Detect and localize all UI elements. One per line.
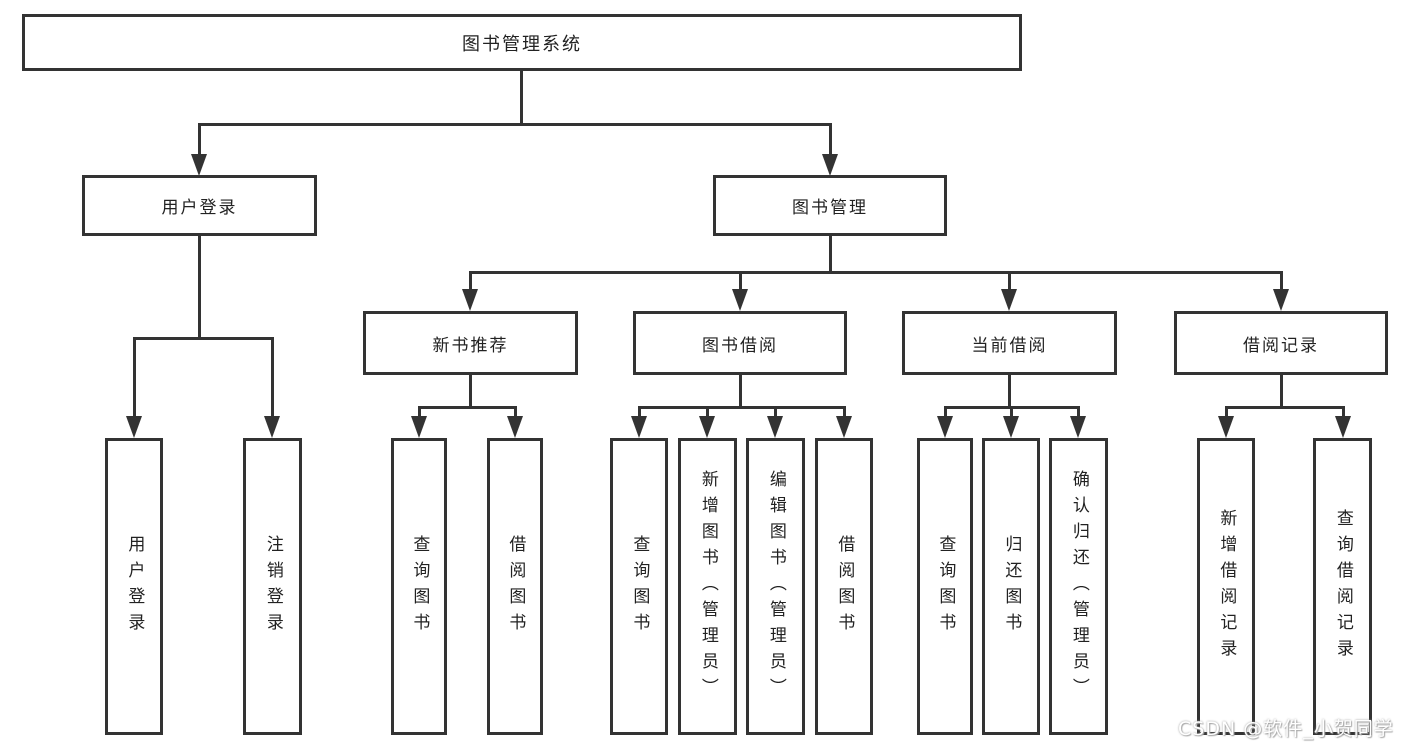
leaf-label: 新增图书（管理员） (697, 469, 718, 704)
node-library-management-system: 图书管理系统 (22, 14, 1022, 71)
connector-line (739, 271, 742, 291)
node-book-management: 图书管理 (713, 175, 947, 236)
arrow-down-icon (191, 154, 207, 176)
connector-line (271, 337, 274, 418)
leaf-add-books-admin: 新增图书（管理员） (678, 438, 737, 735)
connector-line (638, 406, 845, 409)
leaf-label: 用户登录 (124, 534, 145, 639)
connector-line (1280, 271, 1283, 291)
arrow-down-icon (462, 289, 478, 311)
arrow-down-icon (1335, 416, 1351, 438)
connector-line (418, 406, 516, 409)
connector-line (1280, 374, 1283, 408)
arrow-down-icon (732, 289, 748, 311)
leaf-borrow-books-newbook: 借阅图书 (487, 438, 543, 735)
connector-line (774, 406, 777, 418)
arrow-down-icon (411, 416, 427, 438)
node-borrowing-records: 借阅记录 (1174, 311, 1388, 375)
leaf-label: 查询借阅记录 (1332, 508, 1353, 665)
leaf-return-books: 归还图书 (982, 438, 1040, 735)
leaf-query-books-borrowing: 查询图书 (610, 438, 668, 735)
connector-line (1008, 374, 1011, 408)
leaf-user-login: 用户登录 (105, 438, 163, 735)
arrow-down-icon (767, 416, 783, 438)
connector-line (1008, 271, 1011, 291)
leaf-label: 注销登录 (262, 534, 283, 639)
node-current-borrowing: 当前借阅 (902, 311, 1117, 375)
arrow-down-icon (822, 154, 838, 176)
leaf-label: 借阅图书 (834, 534, 855, 639)
leaf-label: 查询图书 (629, 534, 650, 639)
node-new-book-recommend: 新书推荐 (363, 311, 578, 375)
leaf-logout: 注销登录 (243, 438, 302, 735)
leaf-label: 归还图书 (1001, 534, 1022, 639)
arrow-down-icon (1001, 289, 1017, 311)
arrow-down-icon (631, 416, 647, 438)
connector-line (133, 337, 136, 418)
connector-line (469, 374, 472, 408)
connector-line (1342, 406, 1345, 418)
connector-line (1077, 406, 1080, 418)
connector-line (520, 70, 523, 124)
leaf-query-borrow-record: 查询借阅记录 (1313, 438, 1372, 735)
connector-line (514, 406, 517, 418)
leaf-query-books-newbook: 查询图书 (391, 438, 447, 735)
connector-line (1225, 406, 1344, 409)
connector-line (198, 123, 201, 158)
connector-line (469, 271, 472, 291)
connector-line (843, 406, 846, 418)
leaf-query-books-current: 查询图书 (917, 438, 973, 735)
arrow-down-icon (1003, 416, 1019, 438)
connector-line (1225, 406, 1228, 418)
arrow-down-icon (507, 416, 523, 438)
connector-line (198, 236, 201, 339)
csdn-watermark: CSDN @软件_小贺同学 (1178, 718, 1394, 740)
leaf-label: 查询图书 (935, 534, 956, 639)
node-user-login: 用户登录 (82, 175, 317, 236)
node-book-borrowing: 图书借阅 (633, 311, 847, 375)
connector-line (198, 123, 831, 126)
arrow-down-icon (699, 416, 715, 438)
connector-line (944, 406, 947, 418)
leaf-borrow-books-borrowing: 借阅图书 (815, 438, 873, 735)
connector-line (739, 374, 742, 408)
leaf-label: 查询图书 (409, 534, 430, 639)
leaf-confirm-return-admin: 确认归还（管理员） (1049, 438, 1108, 735)
connector-line (418, 406, 421, 418)
arrow-down-icon (126, 416, 142, 438)
leaf-add-borrow-record: 新增借阅记录 (1197, 438, 1255, 735)
connector-line (706, 406, 709, 418)
arrow-down-icon (1273, 289, 1289, 311)
connector-line (133, 337, 273, 340)
arrow-down-icon (836, 416, 852, 438)
arrow-down-icon (264, 416, 280, 438)
arrow-down-icon (1070, 416, 1086, 438)
connector-line (1010, 406, 1013, 418)
leaf-label: 确认归还（管理员） (1068, 469, 1089, 704)
leaf-label: 新增借阅记录 (1216, 508, 1237, 665)
arrow-down-icon (937, 416, 953, 438)
connector-line (829, 236, 832, 273)
connector-line (638, 406, 641, 418)
leaf-edit-books-admin: 编辑图书（管理员） (746, 438, 805, 735)
leaf-label: 借阅图书 (505, 534, 526, 639)
arrow-down-icon (1218, 416, 1234, 438)
leaf-label: 编辑图书（管理员） (765, 469, 786, 704)
connector-line (829, 123, 832, 158)
connector-line (469, 271, 1282, 274)
